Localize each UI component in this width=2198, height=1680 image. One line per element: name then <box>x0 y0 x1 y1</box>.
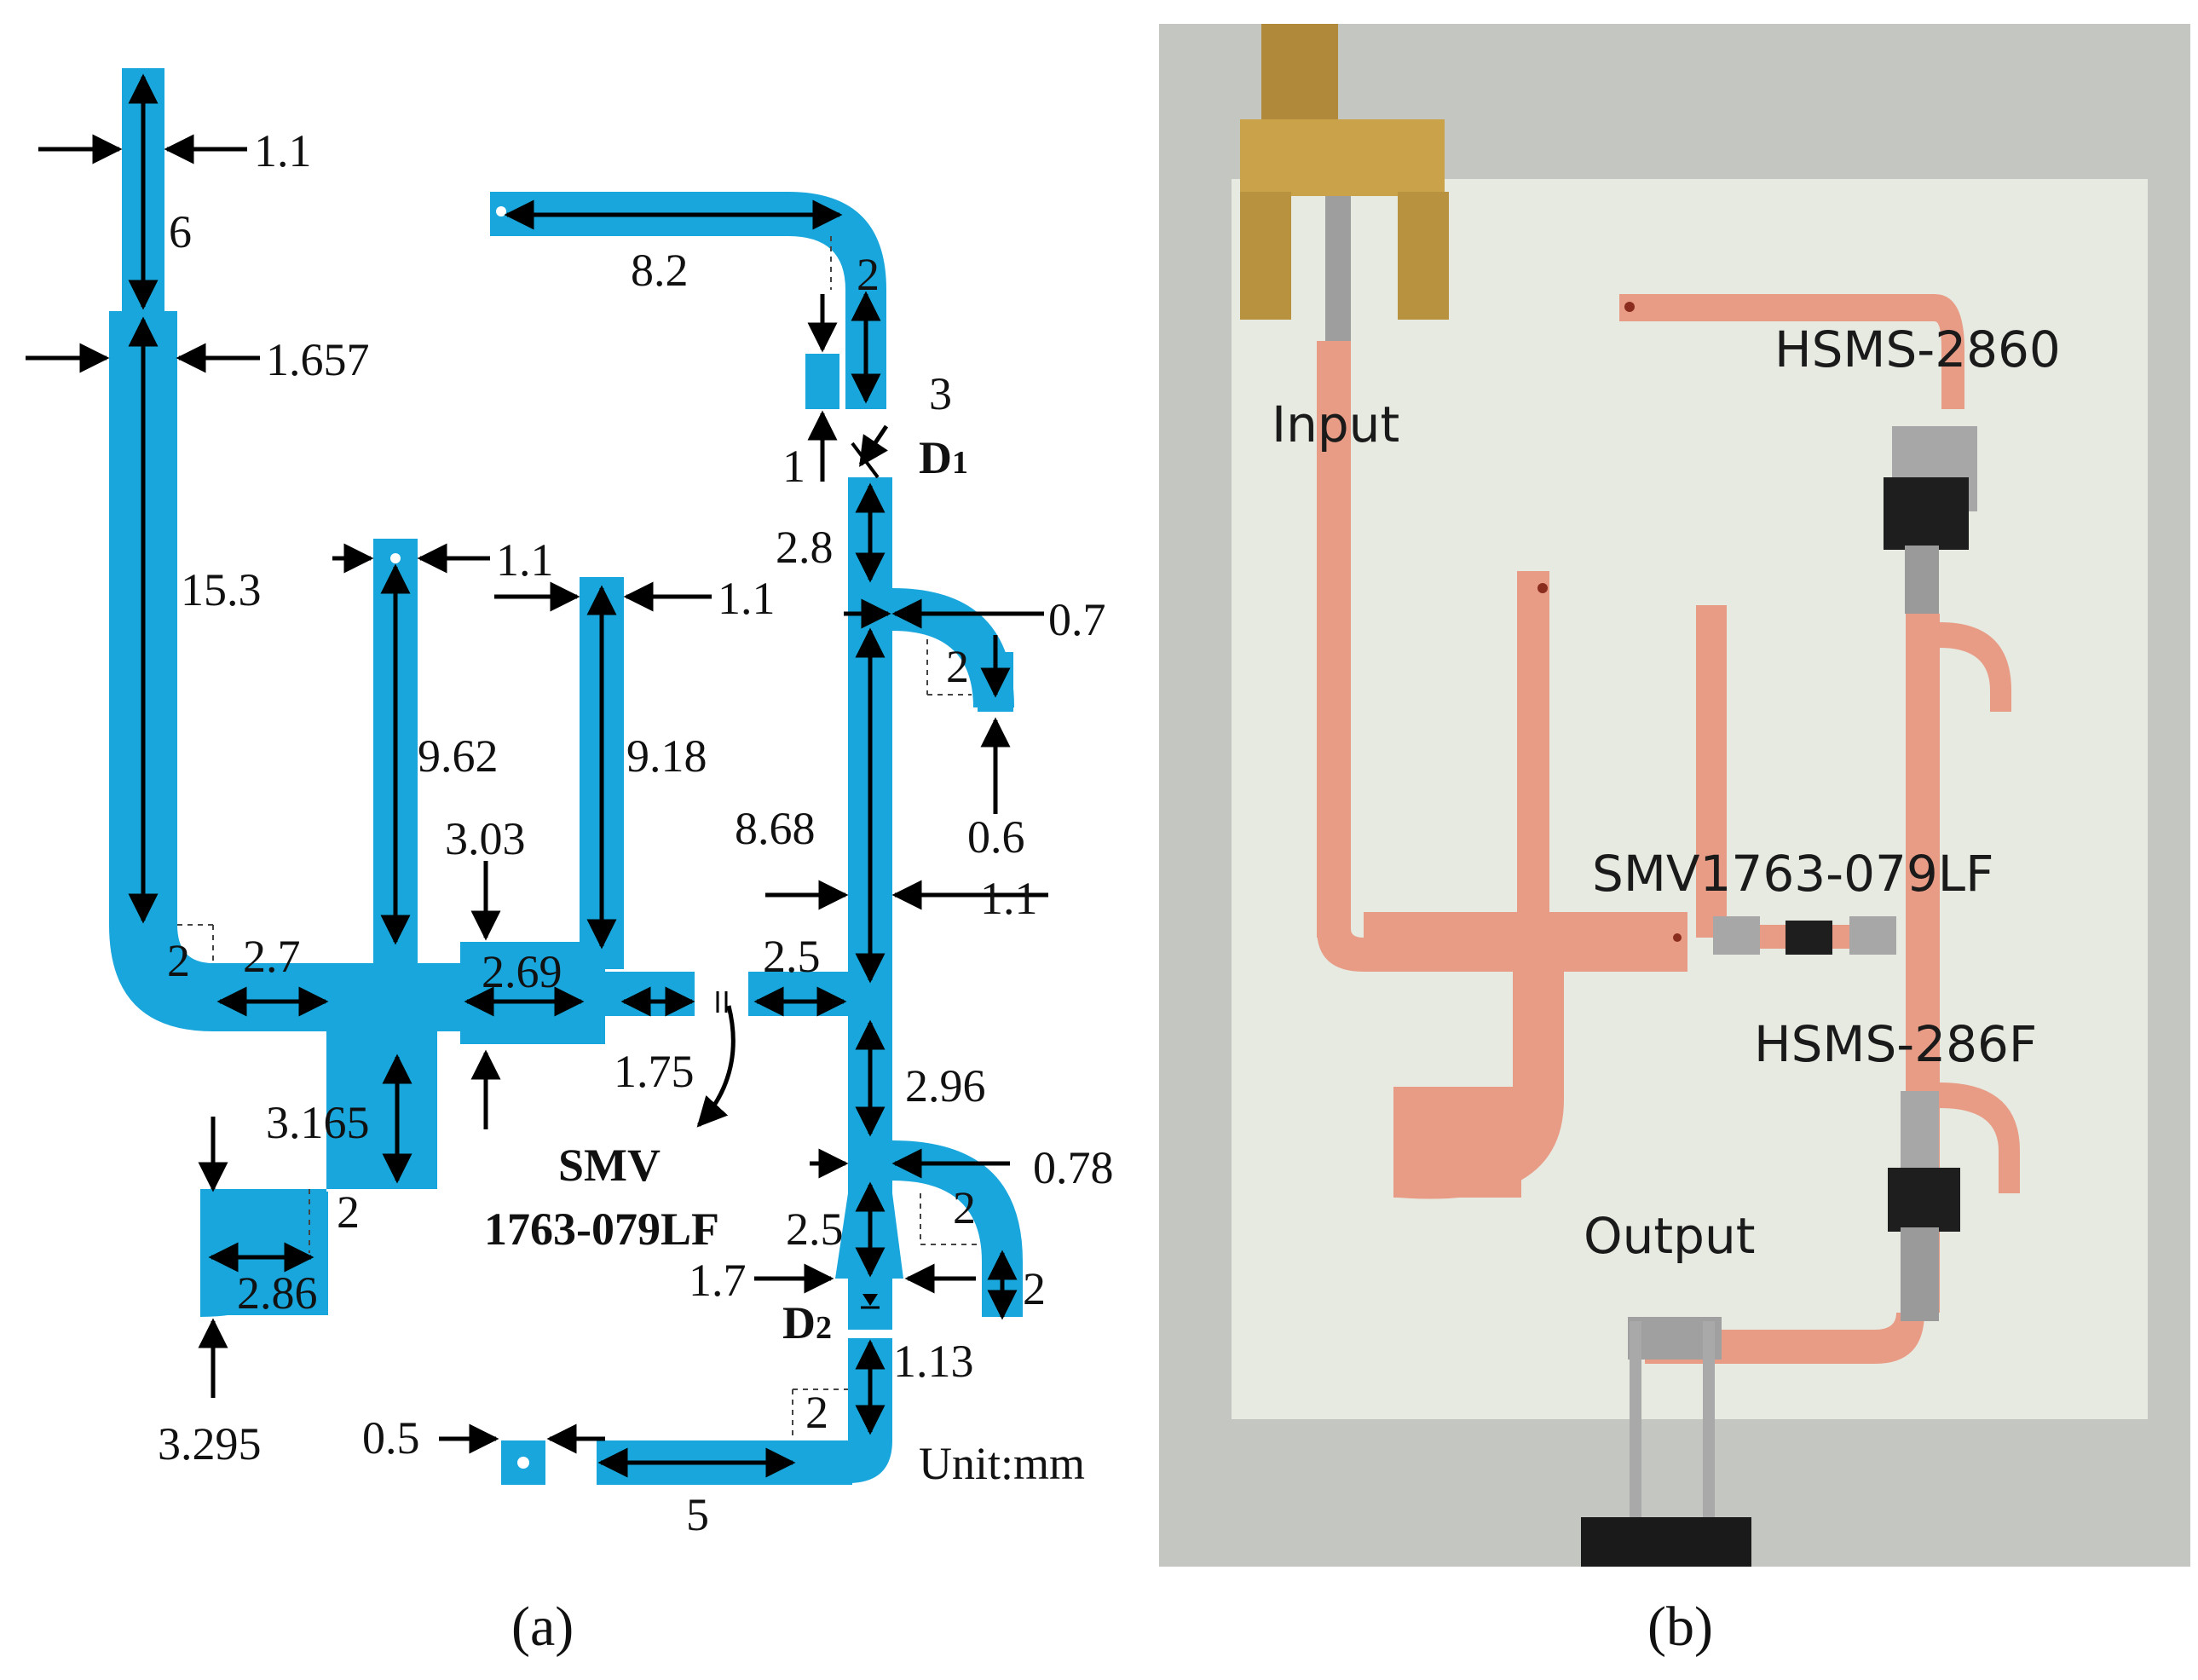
dim-1-7: 1.7 <box>689 1255 747 1306</box>
dim-2-86: 2.86 <box>237 1267 318 1319</box>
hsms-2860-diode-icon <box>1884 426 1977 614</box>
dim-0-7: 0.7 <box>1048 594 1106 645</box>
dim-2-radius-5: 2 <box>337 1186 360 1238</box>
dim-1-13: 1.13 <box>893 1336 974 1387</box>
dim-2-right: 2 <box>1023 1263 1046 1314</box>
output-header-pins-icon <box>1581 1317 1751 1567</box>
dim-2-7: 2.7 <box>243 931 301 982</box>
dim-5: 5 <box>686 1489 709 1540</box>
dim-3-03: 3.03 <box>445 813 526 864</box>
label-hsms-286f: HSMS-286F <box>1754 1015 2037 1073</box>
dimension-labels: 1.1 6 1.657 15.3 8.2 2 3 1 D1 2.8 1.1 1.… <box>158 125 1114 1540</box>
dim-15-3: 15.3 <box>181 564 262 615</box>
dim-0-6: 0.6 <box>967 811 1025 863</box>
dim-2-5-vertical: 2.5 <box>786 1204 844 1255</box>
diode-d1-icon <box>851 442 880 479</box>
label-smv-line2: 1763-079LF <box>484 1204 719 1255</box>
dim-1-1-stub2: 1.1 <box>718 573 776 624</box>
dim-3-295: 3.295 <box>158 1418 262 1469</box>
dim-2-96: 2.96 <box>905 1060 986 1111</box>
dim-2-radius-6: 2 <box>805 1387 828 1438</box>
sma-connector-icon <box>1240 24 1449 349</box>
dim-1-657: 1.657 <box>266 334 370 385</box>
dim-2-radius-3: 2 <box>167 935 190 986</box>
dim-8-2: 8.2 <box>631 245 689 296</box>
caption-b: (b) <box>1647 1596 1713 1658</box>
dimension-arrows <box>26 73 1048 1478</box>
dim-2-radius-1: 2 <box>857 249 880 300</box>
photo-vias <box>1537 302 1682 942</box>
dim-1-1-top: 1.1 <box>254 125 312 176</box>
dim-1-1-stub1: 1.1 <box>496 534 554 586</box>
dim-3-165: 3.165 <box>266 1097 370 1148</box>
dim-2-8: 2.8 <box>776 522 834 573</box>
dim-1: 1 <box>782 441 805 492</box>
caption-a: (a) <box>511 1596 574 1658</box>
label-hsms-2860: HSMS-2860 <box>1774 320 2061 378</box>
via-holes <box>390 206 529 1469</box>
unit-note: Unit:mm <box>919 1438 1085 1489</box>
dim-0-5: 0.5 <box>362 1412 420 1464</box>
dim-6: 6 <box>169 206 192 257</box>
dim-2-5-horizontal: 2.5 <box>763 931 821 982</box>
label-smv-line1: SMV <box>558 1140 661 1191</box>
label-d1: D1 <box>919 432 968 483</box>
label-d2: D2 <box>782 1297 832 1348</box>
diode-d2-icon <box>861 1294 880 1309</box>
dim-9-62: 9.62 <box>418 730 499 782</box>
layout-diagram-panel: 1.1 6 1.657 15.3 8.2 2 3 1 D1 2.8 1.1 1.… <box>26 68 1114 1658</box>
hsms-286f-diode-icon <box>1888 1091 1960 1321</box>
dim-1-75: 1.75 <box>614 1046 695 1097</box>
smv1763-varactor-icon <box>1713 916 1896 955</box>
construction-lines <box>177 236 980 1440</box>
label-smv1763-079lf: SMV1763-079LF <box>1592 845 1993 903</box>
dim-0-78: 0.78 <box>1033 1142 1114 1193</box>
dim-2-radius-2: 2 <box>946 641 969 692</box>
pcb-substrate <box>1232 179 2148 1419</box>
dim-1-1-right: 1.1 <box>980 873 1038 924</box>
fabricated-board-photo: Input HSMS-2860 SMV1763-079LF HSMS-286F … <box>1159 24 2190 1658</box>
dim-9-18: 9.18 <box>626 730 707 782</box>
label-input: Input <box>1272 395 1399 453</box>
dim-8-68: 8.68 <box>735 803 816 854</box>
label-output: Output <box>1584 1207 1755 1265</box>
dim-2-69: 2.69 <box>482 946 562 997</box>
varactor-icon <box>716 991 728 1013</box>
dim-3: 3 <box>929 368 952 419</box>
dim-2-radius-4: 2 <box>953 1182 976 1233</box>
